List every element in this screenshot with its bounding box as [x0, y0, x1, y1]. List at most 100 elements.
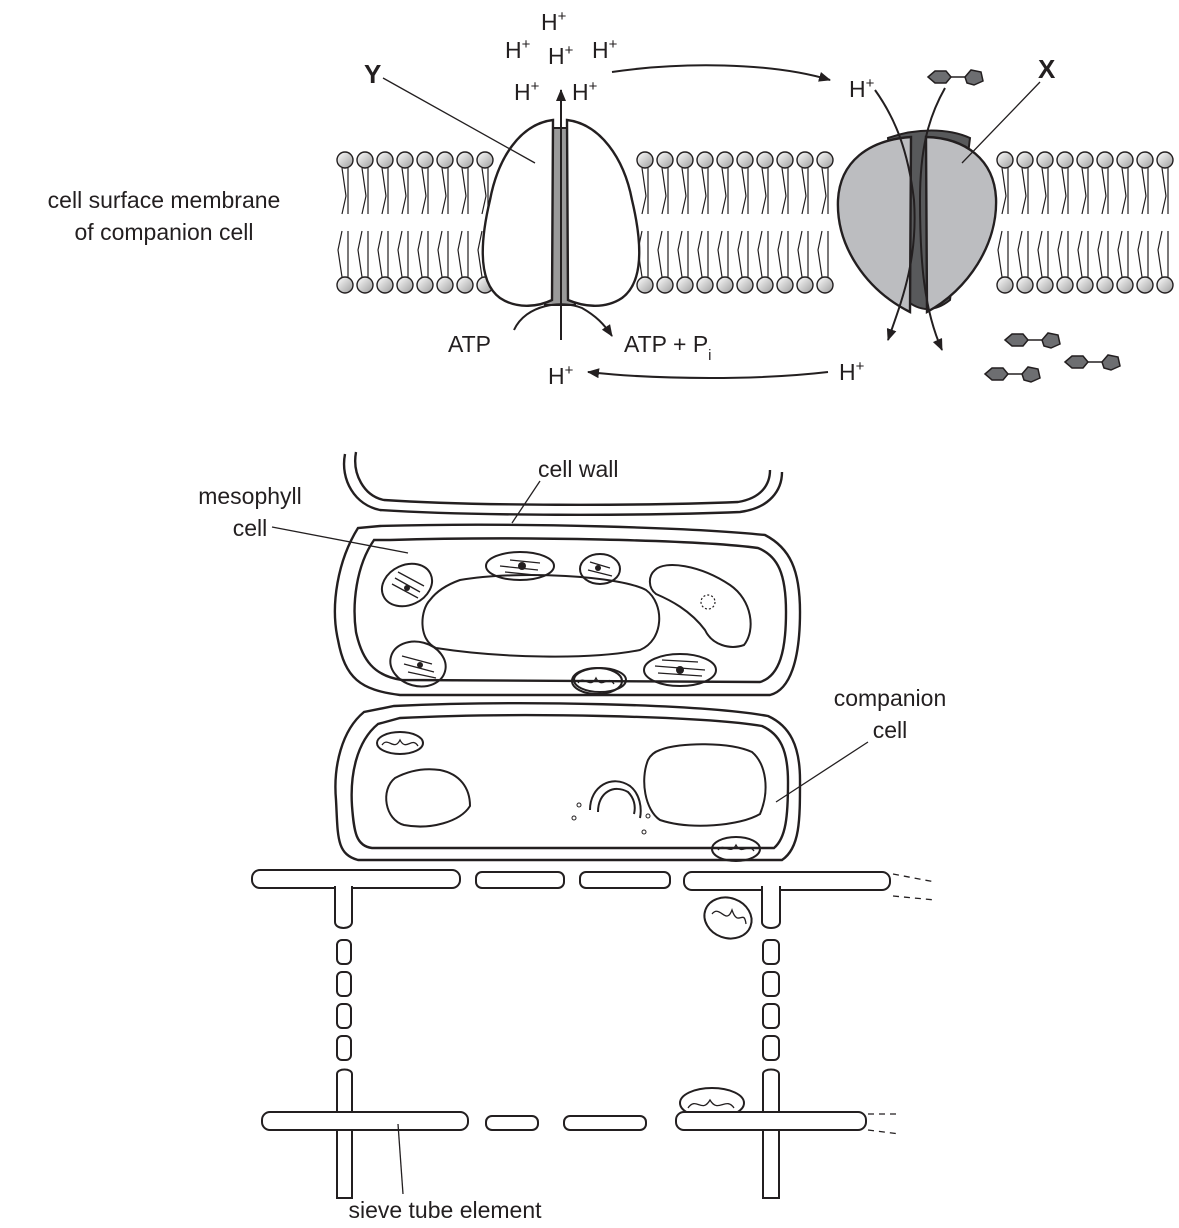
phospholipid-tail	[718, 168, 728, 277]
phospholipid-head	[437, 277, 453, 293]
phospholipid-head	[377, 277, 393, 293]
label-y-leader	[383, 78, 535, 163]
carrier-right-half	[926, 137, 996, 312]
companion-leader	[776, 742, 868, 802]
phospholipid-tail	[378, 168, 388, 277]
phospholipid-tail	[678, 168, 688, 277]
phospholipid-head	[657, 277, 673, 293]
label-y: Y	[364, 59, 381, 89]
phospholipid-head	[437, 152, 453, 168]
proton-ion: H+	[548, 42, 574, 69]
proton-ion: H+	[592, 36, 618, 63]
sucrose-molecule	[928, 70, 983, 85]
proton-diffusion-arrow	[612, 65, 830, 80]
proton-ion: H+	[849, 75, 875, 102]
atp-label: ATP	[448, 331, 491, 357]
phospholipid-head	[1017, 152, 1033, 168]
phospholipid-head	[417, 277, 433, 293]
phospholipid-head	[1057, 152, 1073, 168]
phospholipid-tail	[998, 168, 1008, 277]
phospholipid-head	[777, 277, 793, 293]
phospholipid-head	[637, 277, 653, 293]
phospholipid-head	[1077, 152, 1093, 168]
phospholipid-head	[357, 152, 373, 168]
phospholipid-tail	[1038, 168, 1048, 277]
pump-right-lobe	[567, 120, 639, 306]
phospholipid-head	[1117, 152, 1133, 168]
phospholipid-head	[997, 277, 1013, 293]
phospholipid-head	[1117, 277, 1133, 293]
phospholipid-bilayer	[337, 152, 1173, 293]
proton-return-arrow	[588, 372, 828, 378]
sucrose-proton-cotransporter-x	[838, 88, 996, 350]
proton-pump-y	[483, 90, 639, 340]
phospholipid-head	[357, 277, 373, 293]
phospholipid-head	[757, 152, 773, 168]
atp-products-label: ATP + Pi	[624, 331, 712, 364]
sieve-tube-label: sieve tube element	[348, 1197, 542, 1223]
phospholipid-tail	[1158, 168, 1168, 277]
membrane-label: cell surface membrane	[48, 187, 281, 213]
mesophyll-label: mesophyll	[198, 483, 302, 509]
phospholipid-head	[737, 277, 753, 293]
phospholipid-head	[1037, 277, 1053, 293]
proton-ion: H+	[541, 8, 567, 35]
proton-ion: H+	[505, 36, 531, 63]
phospholipid-head	[337, 152, 353, 168]
phospholipid-head	[397, 152, 413, 168]
phospholipid-head	[997, 152, 1013, 168]
phospholipid-head	[417, 152, 433, 168]
phospholipid-tail	[798, 168, 808, 277]
pump-left-lobe	[483, 120, 553, 306]
phospholipid-head	[1137, 152, 1153, 168]
phospholipid-tail	[1018, 168, 1028, 277]
sucrose-molecule	[1005, 333, 1060, 348]
phospholipid-head	[777, 152, 793, 168]
phospholipid-tail	[758, 168, 768, 277]
phospholipid-tail	[358, 168, 368, 277]
phospholipid-tail	[1078, 168, 1088, 277]
phospholipid-tail	[818, 168, 828, 277]
phospholipid-head	[757, 277, 773, 293]
cell-wall-leader	[512, 481, 540, 523]
phospholipid-head	[677, 152, 693, 168]
cell-wall-label: cell wall	[538, 456, 619, 482]
phospholipid-head	[477, 152, 493, 168]
phospholipid-head	[377, 152, 393, 168]
sucrose-molecule	[985, 367, 1040, 382]
phospholipid-head	[717, 277, 733, 293]
proton-ion: H+	[514, 78, 540, 105]
phospholipid-head	[457, 152, 473, 168]
phospholipid-tail	[1098, 168, 1108, 277]
phospholipid-head	[697, 277, 713, 293]
phospholipid-head	[717, 152, 733, 168]
phospholipid-head	[797, 152, 813, 168]
proton-ion: H+	[548, 362, 574, 389]
phospholipid-tail	[458, 168, 468, 277]
label-x-leader	[962, 82, 1040, 163]
phospholipid-head	[1137, 277, 1153, 293]
phospholipid-head	[677, 277, 693, 293]
phospholipid-head	[397, 277, 413, 293]
phospholipid-head	[1097, 277, 1113, 293]
phospholipid-head	[697, 152, 713, 168]
phospholipid-head	[337, 277, 353, 293]
phospholipid-head	[1037, 152, 1053, 168]
phospholipid-tail	[418, 168, 428, 277]
phospholipid-tail	[338, 168, 348, 277]
membrane-label: of companion cell	[75, 219, 254, 245]
sieve-tube-wall	[252, 870, 935, 1198]
phospholipid-head	[817, 152, 833, 168]
phospholipid-tail	[738, 168, 748, 277]
phospholipid-head	[1157, 152, 1173, 168]
phospholipid-head	[637, 152, 653, 168]
sucrose-molecule	[1065, 355, 1120, 370]
proton-ion: H+	[572, 78, 598, 105]
phospholipid-head	[1077, 277, 1093, 293]
phospholipid-head	[1057, 277, 1073, 293]
mesophyll-cell-wall	[335, 452, 800, 695]
chloroplasts	[375, 552, 716, 692]
phospholipid-tail	[1118, 168, 1128, 277]
phospholipid-head	[1097, 152, 1113, 168]
